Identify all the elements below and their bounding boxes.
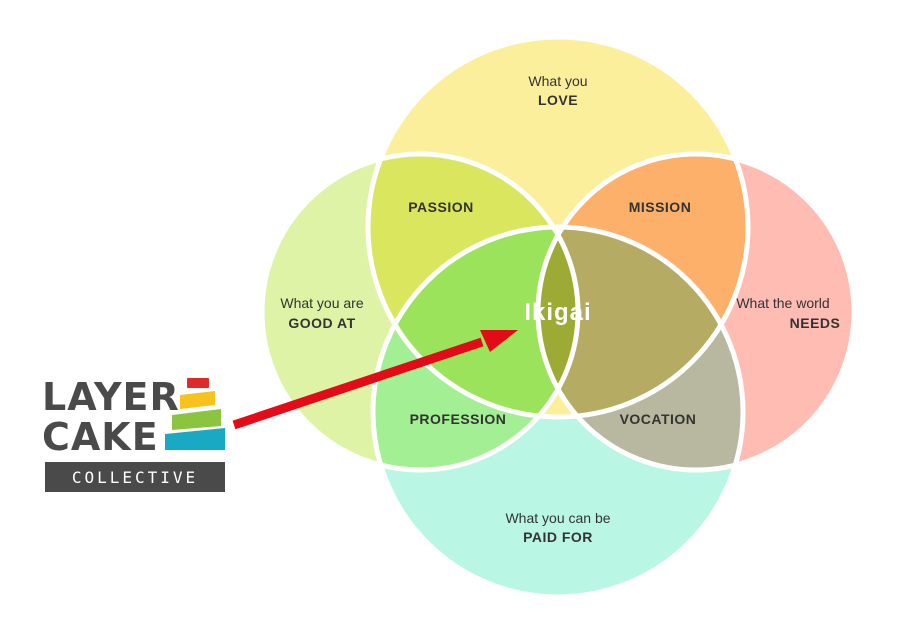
paid-for-line1: What you can be — [505, 510, 610, 526]
logo-collective-bar — [45, 462, 225, 492]
profession-label: PROFESSION — [410, 411, 507, 427]
mission-label: MISSION — [629, 199, 692, 215]
ikigai-label: Ikigai — [524, 299, 591, 326]
needs-line1: What the world — [736, 295, 829, 311]
layer-cake-logo: LAYER CAKE COLLECTIVE — [42, 375, 225, 492]
good-at-line2: GOOD AT — [288, 315, 355, 331]
needs-line2: NEEDS — [790, 315, 841, 331]
love-line1: What you — [528, 73, 587, 89]
arrow — [232, 330, 518, 430]
passion-label: PASSION — [408, 199, 473, 215]
good-at-line1: What you are — [280, 295, 363, 311]
logo-line2: CAKE — [42, 415, 159, 459]
logo-line3: COLLECTIVE — [72, 468, 198, 487]
cake-layers-icon — [165, 378, 225, 450]
circle-outlines — [259, 34, 857, 600]
paid-for-line2: PAID FOR — [523, 529, 593, 545]
vocation-label: VOCATION — [620, 411, 697, 427]
love-line2: LOVE — [538, 92, 578, 108]
logo-line1: LAYER — [42, 375, 180, 419]
